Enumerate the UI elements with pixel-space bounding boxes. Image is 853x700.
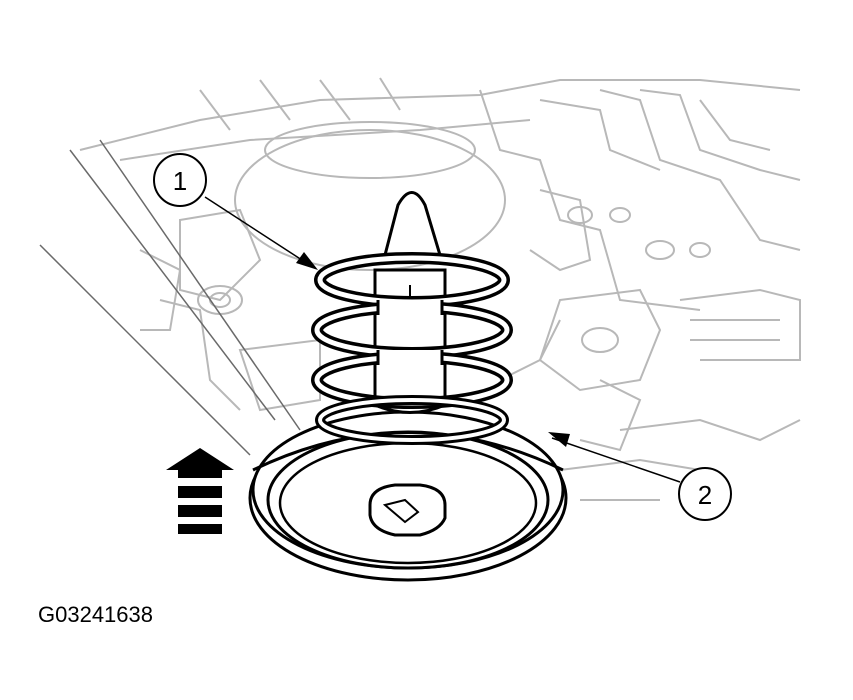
valve-body-background (79, 77, 801, 501)
callout-1: 1 (153, 153, 318, 270)
callout-1-number: 1 (173, 166, 187, 196)
central-pin-front (376, 300, 444, 365)
center-boss (368, 483, 447, 537)
callout-2: 2 (548, 432, 732, 521)
figure-id: G03241638 (38, 602, 153, 627)
up-arrow-icon (166, 448, 234, 534)
reference-lines (39, 139, 301, 456)
callout-2-number: 2 (698, 480, 712, 510)
